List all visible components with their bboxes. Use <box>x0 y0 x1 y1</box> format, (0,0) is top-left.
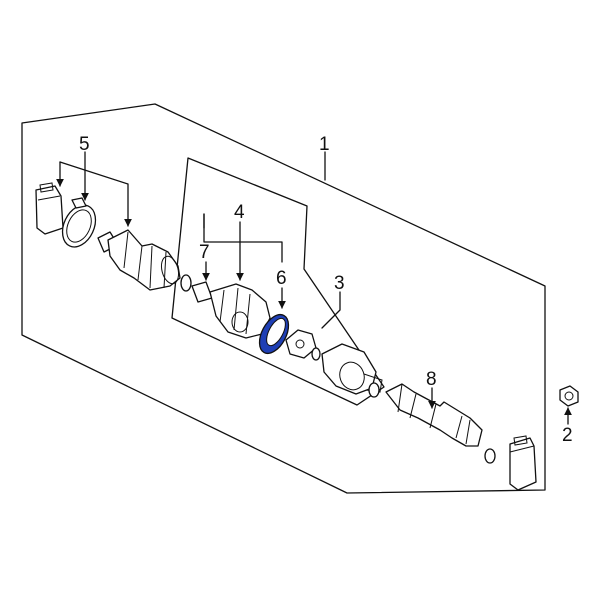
assembly-outline <box>21 103 546 494</box>
snap-ring-mid[interactable] <box>311 347 321 361</box>
axle-nut[interactable] <box>559 385 579 407</box>
callout-1: 1 <box>319 134 330 155</box>
callout-7: 7 <box>199 242 210 263</box>
callout-6: 6 <box>276 268 287 289</box>
joint-housing[interactable] <box>321 343 383 395</box>
inner-boot[interactable] <box>209 283 271 339</box>
grease-bottle-left[interactable] <box>35 182 64 235</box>
snap-ring-right[interactable] <box>368 382 380 398</box>
callout-8: 8 <box>426 369 437 390</box>
axle-shaft[interactable] <box>385 383 483 447</box>
callout-4: 4 <box>234 202 245 223</box>
callout-3: 3 <box>334 273 345 294</box>
snap-ring-left[interactable] <box>180 274 192 292</box>
leader-lines <box>56 151 572 425</box>
outer-cv-joint[interactable] <box>97 229 181 291</box>
highlighted-boot-clamp[interactable] <box>254 310 295 358</box>
callout-labels: 1 2 3 4 5 6 7 8 <box>79 134 573 446</box>
callout-2: 2 <box>562 425 573 446</box>
grease-bottle-right[interactable] <box>509 435 537 491</box>
shaft-circlip[interactable] <box>484 448 496 464</box>
callout-5: 5 <box>79 134 90 155</box>
joint-kit-outline <box>171 157 385 406</box>
clip-fitting[interactable] <box>191 281 213 303</box>
boot-clamp[interactable] <box>56 197 102 252</box>
